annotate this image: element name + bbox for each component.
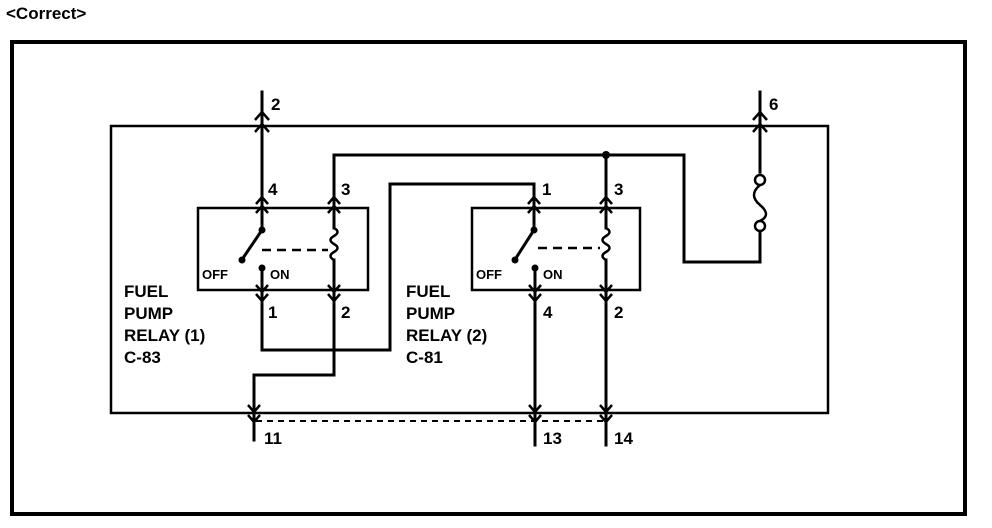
relay2-body: [470, 206, 642, 292]
diagram-heading: <Correct>: [6, 4, 87, 23]
relay2-pin-top-left: 1: [542, 180, 551, 199]
relay2-coil: [601, 226, 611, 262]
relay1-pivot-dot: [258, 226, 266, 234]
wire-r1-pin3-bus: [332, 153, 762, 264]
relay2-on-label: ON: [543, 267, 563, 282]
relay1-off-label: OFF: [202, 267, 228, 282]
relay2-pin-bottom-right: 2: [614, 303, 623, 322]
relay1-off-contact: [238, 256, 246, 264]
connector-housing: [109, 124, 830, 415]
relay1-on-label: ON: [270, 267, 290, 282]
relay2-name-line1: FUEL: [406, 282, 450, 301]
terminal-6-label: 6: [769, 95, 778, 114]
relay1-connector-code: C-83: [124, 348, 161, 367]
wire-r1-pin1-to-r2-pin1: [260, 182, 536, 352]
connector-arrows: [247, 110, 768, 424]
relay1-name-line2: PUMP: [124, 304, 173, 323]
relay1-coil: [329, 226, 339, 262]
relay2-name-line3: RELAY (2): [406, 326, 487, 345]
relay2-connector-code: C-81: [406, 348, 443, 367]
fuse-terminal-bottom: [753, 219, 767, 233]
fuse-icon: [752, 184, 768, 223]
terminal-11-label: 11: [264, 429, 282, 448]
relay1-name-line1: FUEL: [124, 282, 168, 301]
relay1-pin-bottom-left: 1: [268, 303, 277, 322]
relay2-pin-bottom-left: 4: [543, 303, 553, 322]
relay2-pivot-dot: [530, 226, 538, 234]
terminal-14-label: 14: [614, 429, 633, 448]
relay1-pin-top-left: 4: [268, 180, 278, 199]
relay2-switch-arm: [513, 227, 537, 261]
junction-dot: [602, 151, 610, 159]
terminal-13-label: 13: [543, 429, 562, 448]
terminal-2-label: 2: [271, 95, 280, 114]
wire-r1-pin2-to-t11: [252, 258, 336, 442]
relay1-pin-bottom-right: 2: [341, 303, 350, 322]
outer-frame: [10, 40, 967, 516]
relay2-pin-top-right: 3: [614, 180, 623, 199]
relay2-off-label: OFF: [476, 267, 502, 282]
relay1-pin-top-right: 3: [341, 180, 350, 199]
relay1-name-line3: RELAY (1): [124, 326, 205, 345]
relay1-switch-arm: [240, 227, 265, 261]
relay1-body: [196, 206, 370, 292]
relay2-off-contact: [511, 256, 519, 264]
fuse-terminal-top: [753, 173, 767, 187]
relay2-name-line2: PUMP: [406, 304, 455, 323]
